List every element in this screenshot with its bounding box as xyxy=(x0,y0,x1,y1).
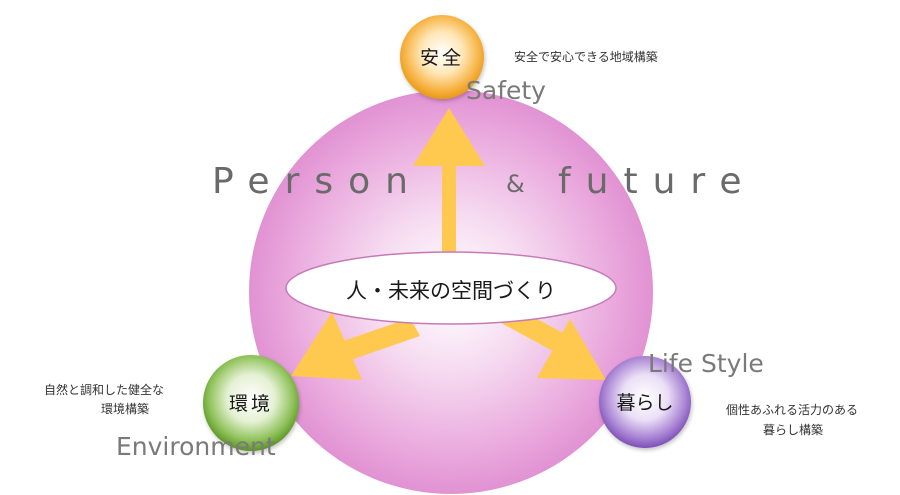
lifestyle-circle xyxy=(599,356,691,448)
arrow-down-left xyxy=(291,312,420,380)
safety-label: 安全 xyxy=(420,47,464,69)
arrow-up xyxy=(413,108,485,255)
lifestyle-description-1: 個性あふれる活力のある xyxy=(726,403,858,417)
environment-english: Environment xyxy=(116,432,276,461)
center-ellipse xyxy=(285,251,617,325)
environment-circle xyxy=(203,355,299,451)
tagline-amp: & xyxy=(506,170,525,198)
lifestyle-description-2: 暮らし構築 xyxy=(763,422,823,437)
environment-label: 環境 xyxy=(229,393,273,415)
lifestyle-label: 暮らし xyxy=(616,392,673,414)
safety-circle xyxy=(400,15,484,99)
safety-description: 安全で安心できる地域構築 xyxy=(514,49,658,64)
center-label: 人・未来の空間づくり xyxy=(346,279,556,303)
safety-english: Safety xyxy=(466,76,546,105)
lifestyle-english: Life Style xyxy=(648,349,764,378)
tagline-right: future xyxy=(558,161,757,202)
environment-description-1: 自然と調和した健全な xyxy=(44,382,164,397)
environment-description-2: 環境構築 xyxy=(101,401,149,416)
tagline-left: Person xyxy=(212,161,423,202)
